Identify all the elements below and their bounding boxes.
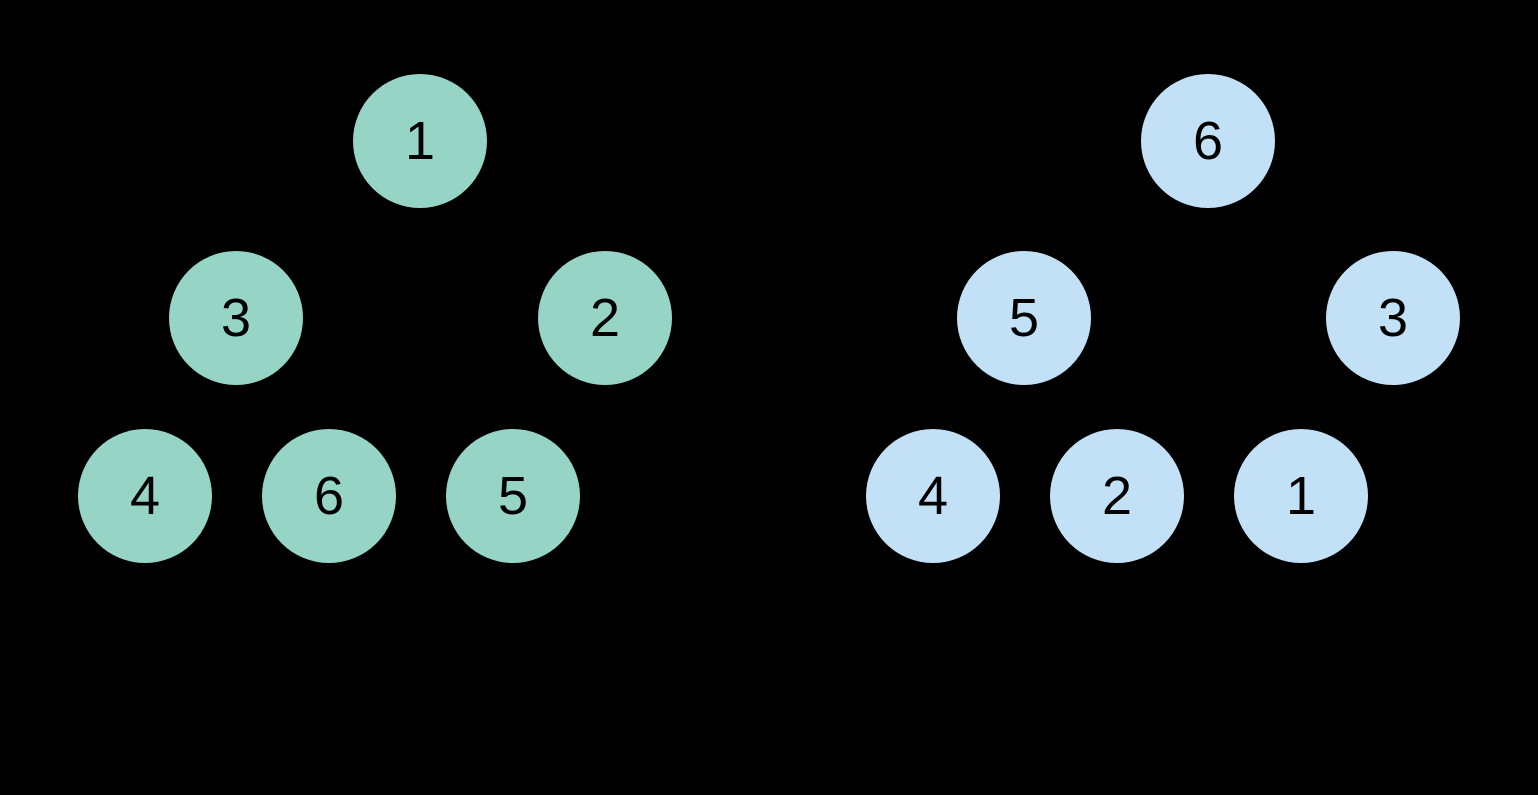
tree-node: 6	[262, 429, 396, 563]
tree-node: 5	[446, 429, 580, 563]
tree-node: 3	[1326, 251, 1460, 385]
tree-node: 5	[957, 251, 1091, 385]
tree-node: 2	[1050, 429, 1184, 563]
tree-node: 2	[538, 251, 672, 385]
tree-node: 4	[866, 429, 1000, 563]
tree-node: 6	[1141, 74, 1275, 208]
tree-node: 4	[78, 429, 212, 563]
tree-node: 1	[1234, 429, 1368, 563]
tree-node: 1	[353, 74, 487, 208]
tree-node: 3	[169, 251, 303, 385]
